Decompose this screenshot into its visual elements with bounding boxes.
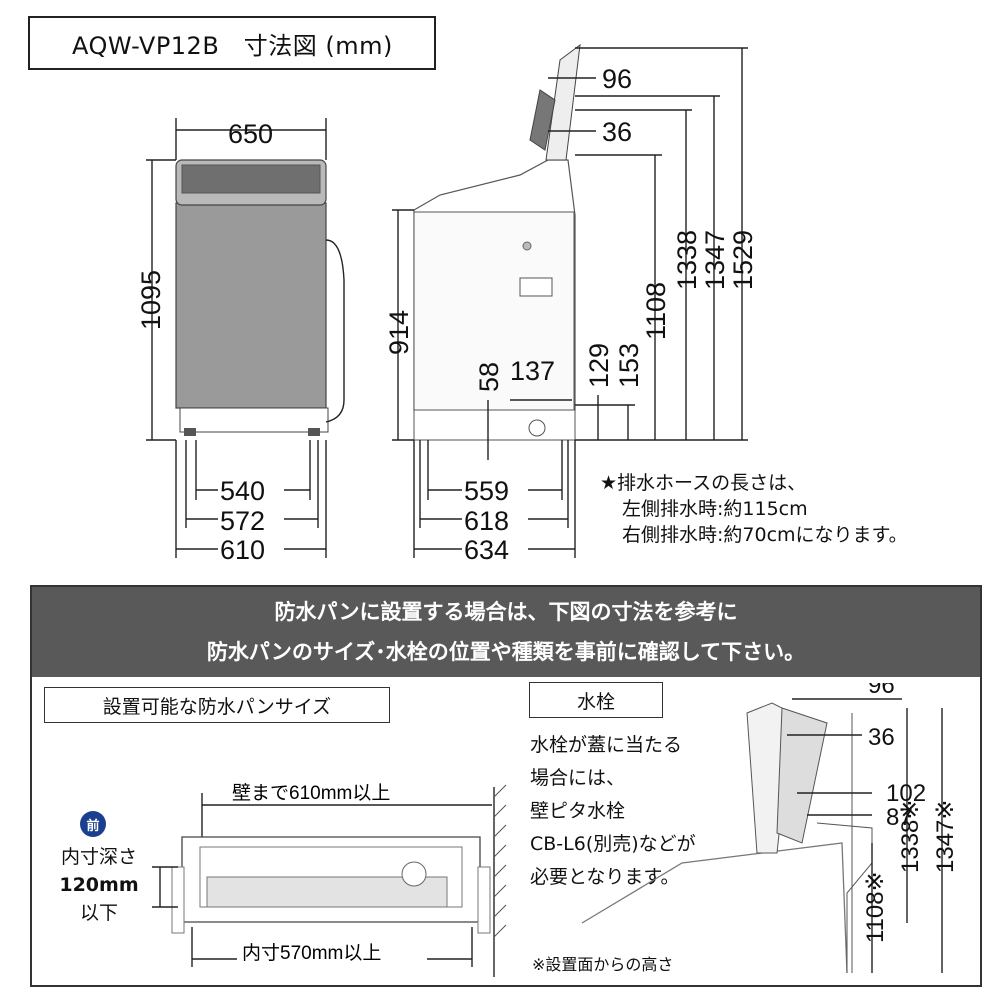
diagram-title: AQW-VP12B 寸法図 (mm) [28, 16, 436, 70]
hose-note-line3: 右側排水時:約70cmになります。 [622, 524, 908, 546]
side-dim-137: 137 [510, 356, 555, 386]
pan-to-wall: 壁まで610mm以上 [232, 782, 390, 804]
hose-note-line1: ★排水ホースの長さは、 [600, 472, 807, 494]
front-base-610: 610 [220, 535, 265, 565]
hose-note: ★排水ホースの長さは、 左側排水時:約115cm 右側排水時:約70cmになりま… [600, 470, 908, 548]
hose-note-line2: 左側排水時:約115cm [622, 498, 808, 520]
dimension-drawing: 650 1095 540 572 610 914 58 137 [136, 43, 758, 565]
faucet-dim-36: 36 [868, 724, 895, 751]
faucet-height-1108: 1108※ [862, 871, 889, 943]
side-dim-36: 36 [602, 117, 632, 147]
faucet-height-1338: 1338※ [897, 800, 924, 874]
side-base-634: 634 [464, 535, 509, 565]
faucet-footnote: ※設置面からの高さ [532, 955, 674, 974]
side-base-618: 618 [464, 506, 509, 536]
banner-line1: 防水パンに設置する場合は、下図の寸法を参考に [274, 600, 738, 624]
side-height-1529: 1529 [728, 230, 758, 290]
pan-section: 防水パンに設置する場合は、下図の寸法を参考に 防水パンのサイズ･水栓の位置や種類… [30, 585, 982, 987]
side-dim-129: 129 [584, 343, 614, 388]
pan-drawing: 壁まで610mm以上 内寸570mm以上 [152, 782, 507, 977]
depth-text: 内寸深さ 120mm 以下 [59, 846, 139, 924]
side-height-1347: 1347 [700, 230, 730, 290]
side-dim-58: 58 [474, 362, 504, 392]
faucet-label: 水栓 [529, 682, 663, 718]
front-base-572: 572 [220, 506, 265, 536]
faucet-drawing: 96 36 102 87 1338※ 1347※ 1108※ [581, 683, 959, 974]
pan-inner-size: 内寸570mm以上 [242, 942, 381, 964]
faucet-dim-102: 102 [886, 780, 926, 807]
front-height-label: 1095 [136, 270, 166, 330]
side-view-machine [413, 43, 581, 441]
side-dim-96: 96 [602, 64, 632, 94]
side-base-dims [413, 440, 576, 558]
pan-size-label: 設置可能な防水パンサイズ [44, 687, 390, 723]
side-dim-153: 153 [614, 343, 644, 388]
side-base-559: 559 [464, 476, 509, 506]
faucet-dim-96: 96 [868, 683, 895, 699]
faucet-height-1347: 1347※ [932, 800, 959, 874]
front-view-machine [175, 159, 345, 436]
front-width-label: 650 [228, 119, 273, 149]
front-base-540: 540 [220, 476, 265, 506]
side-height-lines [575, 47, 748, 441]
pan-banner: 防水パンに設置する場合は、下図の寸法を参考に 防水パンのサイズ･水栓の位置や種類… [32, 587, 980, 677]
front-badge: 前 [80, 811, 106, 837]
side-height-1108: 1108 [641, 282, 671, 340]
faucet-dim-87: 87 [886, 804, 913, 831]
side-height-1338: 1338 [672, 230, 702, 290]
side-body-height: 914 [384, 310, 414, 355]
banner-line2: 防水パンのサイズ･水栓の位置や種類を事前に確認して下さい。 [206, 640, 806, 664]
faucet-text: 水栓が蓋に当たる 場合には、 壁ピタ水栓 CB-L6(別売)などが 必要となりま… [530, 734, 696, 888]
